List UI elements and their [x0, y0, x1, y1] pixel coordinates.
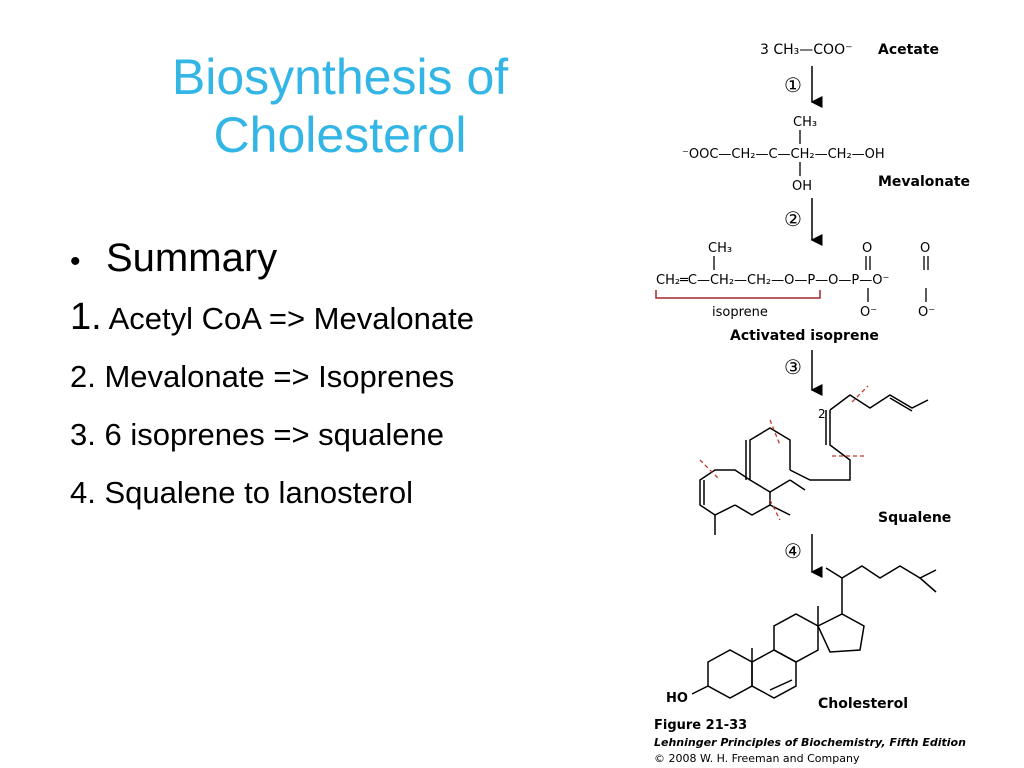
- step-2-text: Mevalonate => Isoprenes: [95, 359, 455, 394]
- step-marker-3: ③: [784, 355, 802, 379]
- summary-list: • Summary 1. Acetyl CoA => Mevalonate 2.…: [70, 232, 630, 522]
- mevalonate-chain: ⁻OOC—CH₂—C—CH₂—CH₂—OH: [682, 147, 885, 162]
- cholesterol-ho: HO: [666, 691, 688, 706]
- acetate-formula: 3 CH₃—COO⁻: [760, 42, 852, 58]
- isoprene-bracket: [655, 290, 821, 299]
- isoprene-bracket-label: isoprene: [712, 305, 768, 320]
- cholesterol-structure: [691, 565, 937, 699]
- bullet-dot: •: [70, 245, 81, 278]
- step-marker-1: ①: [784, 73, 802, 97]
- squalene-carbon-number: 2: [818, 407, 826, 421]
- squalene-fold-marks: [699, 385, 869, 521]
- caption-copyright: © 2008 W. H. Freeman and Company: [654, 752, 860, 765]
- step-4-number: 4.: [70, 475, 96, 510]
- caption-book: Lehninger Principles of Biochemistry, Fi…: [654, 736, 966, 749]
- mevalonate-oh: OH: [792, 179, 812, 194]
- step-1: 1. Acetyl CoA => Mevalonate: [70, 288, 630, 348]
- step-2: 2. Mevalonate => Isoprenes: [70, 348, 630, 406]
- step-4-text: Squalene to lanosterol: [95, 475, 413, 510]
- mevalonate-methyl: CH₃: [793, 115, 817, 130]
- squalene-label: Squalene: [878, 510, 951, 526]
- bullet-summary-text: Summary: [106, 236, 278, 280]
- caption-figure: Figure 21-33: [654, 718, 747, 733]
- bullet-summary: • Summary: [70, 232, 630, 288]
- title-line-2: Cholesterol: [213, 107, 467, 163]
- isoprene-chain: CH₂═C—CH₂—CH₂—O—P—O—P—O⁻: [656, 273, 889, 288]
- step-3-number: 3.: [70, 417, 96, 452]
- step-1-text: Acetyl CoA => Mevalonate: [101, 301, 474, 336]
- step-1-number: 1.: [70, 296, 102, 338]
- mevalonate-label: Mevalonate: [878, 174, 970, 190]
- title-line-1: Biosynthesis of: [171, 49, 509, 105]
- squalene-structure: [699, 394, 929, 535]
- isoprene-o-bottom-1: O⁻: [860, 305, 877, 320]
- isoprene-o-bottom-2: O⁻: [918, 305, 935, 320]
- acetate-label: Acetate: [878, 42, 939, 58]
- slide-title: Biosynthesis of Cholesterol: [80, 48, 600, 164]
- activated-isoprene-label: Activated isoprene: [730, 328, 879, 344]
- cholesterol-label: Cholesterol: [818, 696, 908, 712]
- step-marker-4: ④: [784, 539, 802, 563]
- step-3-text: 6 isoprenes => squalene: [95, 417, 445, 452]
- isoprene-o-top-2: O: [920, 241, 930, 256]
- step-3: 3. 6 isoprenes => squalene: [70, 406, 630, 464]
- isoprene-o-top-1: O: [862, 241, 872, 256]
- isoprene-methyl: CH₃: [708, 241, 732, 256]
- step-marker-2: ②: [784, 207, 802, 231]
- step-2-number: 2.: [70, 359, 96, 394]
- step-4: 4. Squalene to lanosterol: [70, 464, 630, 522]
